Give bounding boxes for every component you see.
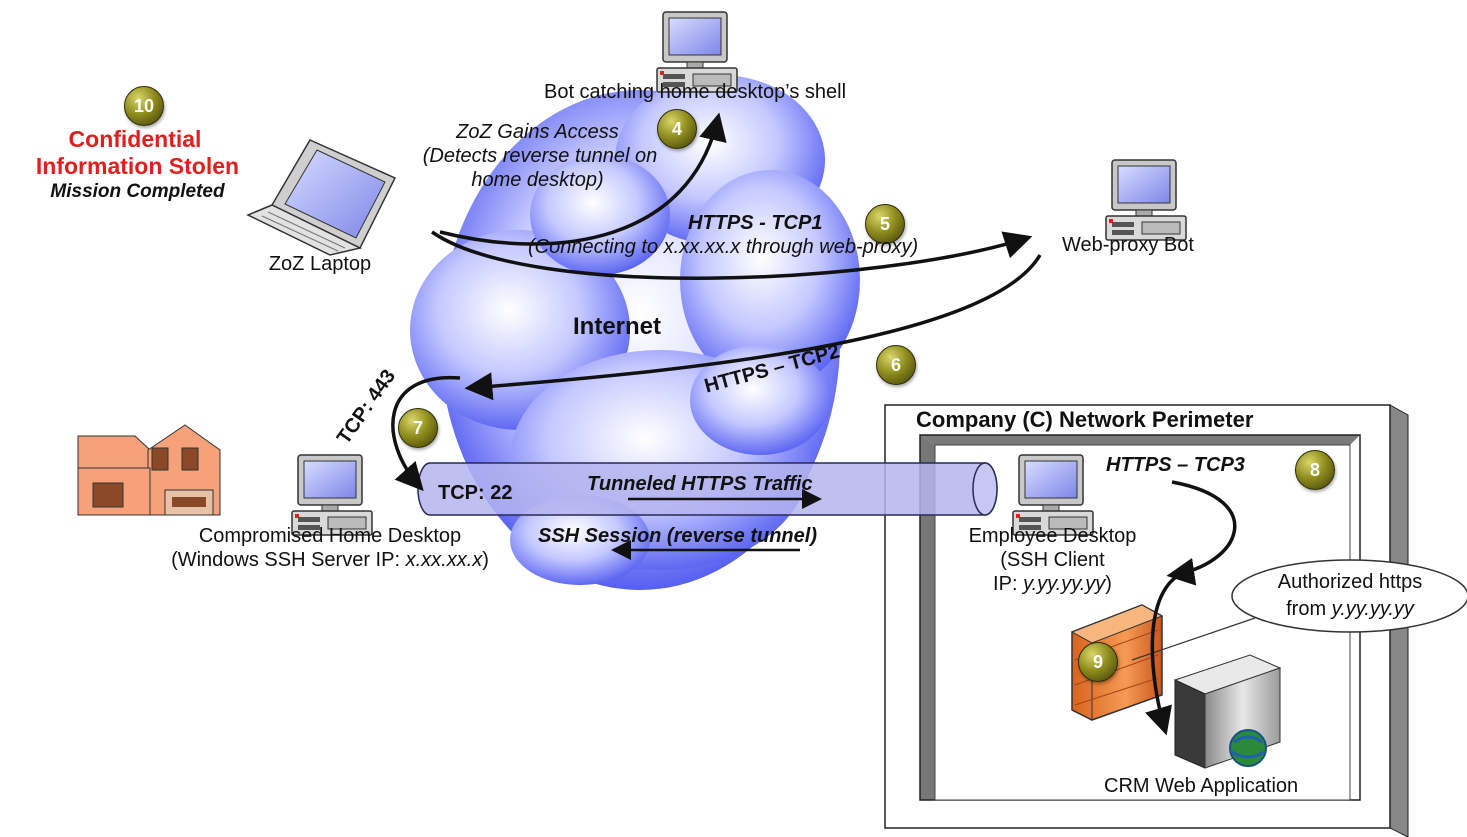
arrow-step5 bbox=[431, 230, 1033, 280]
zoz-laptop-label: ZoZ Laptop bbox=[268, 253, 372, 275]
step-10-line3: Mission Completed bbox=[50, 181, 225, 202]
step-4-line1: ZoZ Gains Access bbox=[456, 121, 619, 143]
step-4-badge: 4 bbox=[657, 109, 697, 149]
home-desktop-label-line1: Compromised Home Desktop bbox=[198, 525, 462, 547]
step-8-badge: 8 bbox=[1295, 450, 1335, 490]
callout-line2: from y.yy.yy.yy bbox=[1286, 598, 1414, 620]
step-8-label: HTTPS – TCP3 bbox=[1106, 454, 1245, 476]
ssh-session-label: SSH Session (reverse tunnel) bbox=[538, 525, 817, 547]
authorized-callout-bubble bbox=[1131, 559, 1467, 661]
employee-ip: y.yy.yy.yy bbox=[1023, 573, 1106, 595]
employee-desktop-line3: IP: y.yy.yy.yy) bbox=[993, 573, 1112, 595]
step-7-badge: 7 bbox=[398, 408, 438, 448]
perimeter-title: Company (C) Network Perimeter bbox=[916, 407, 1254, 432]
crm-label: CRM Web Application bbox=[1104, 775, 1299, 797]
laptop-icon bbox=[246, 139, 397, 256]
tunnel-traffic-label: Tunneled HTTPS Traffic bbox=[587, 473, 813, 495]
step-4-line2: (Detects reverse tunnel on bbox=[422, 145, 658, 167]
arrow-step7 bbox=[391, 376, 461, 492]
step-5-line2: (Connecting to x.xx.xx.x through web-pro… bbox=[528, 236, 919, 258]
internet-label: Internet bbox=[573, 313, 662, 340]
web-proxy-bot-icon bbox=[1105, 159, 1187, 241]
callout-line1: Authorized https bbox=[1277, 571, 1423, 593]
arrow-step6 bbox=[464, 254, 1042, 401]
arrow-step9 bbox=[1145, 570, 1186, 736]
home-desktop-label-line2: (Windows SSH Server IP: x.xx.xx.x) bbox=[171, 549, 489, 571]
step-4-line3: home desktop) bbox=[471, 169, 604, 191]
step-10-line2: Information Stolen bbox=[35, 153, 240, 179]
home-desktop-icon bbox=[291, 454, 373, 536]
web-proxy-label: Web-proxy Bot bbox=[1062, 234, 1194, 256]
home-desktop-ip: x.xx.xx.x bbox=[405, 549, 483, 571]
step-5-line1: HTTPS - TCP1 bbox=[688, 212, 823, 234]
ssh-tunnel-tube bbox=[417, 462, 998, 516]
step-10-line1: Confidential bbox=[68, 126, 202, 152]
arrow-step8 bbox=[1166, 480, 1237, 586]
employee-desktop-line1: Employee Desktop bbox=[968, 525, 1137, 547]
step-5-badge: 5 bbox=[865, 204, 905, 244]
step-6-badge: 6 bbox=[876, 345, 916, 385]
step-10-badge: 10 bbox=[124, 86, 164, 126]
callout-ip: y.yy.yy.yy bbox=[1331, 598, 1414, 620]
employee-desktop-icon bbox=[1012, 454, 1094, 536]
employee-desktop-line2: (SSH Client bbox=[1000, 549, 1105, 571]
house-icon bbox=[77, 424, 221, 516]
tunnel-port-label: TCP: 22 bbox=[438, 482, 513, 504]
step-9-badge: 9 bbox=[1078, 642, 1118, 682]
bot-desktop-label: Bot catching home desktop’s shell bbox=[543, 81, 847, 103]
arrow-step4 bbox=[439, 112, 727, 246]
crm-server-icon bbox=[1173, 654, 1282, 769]
